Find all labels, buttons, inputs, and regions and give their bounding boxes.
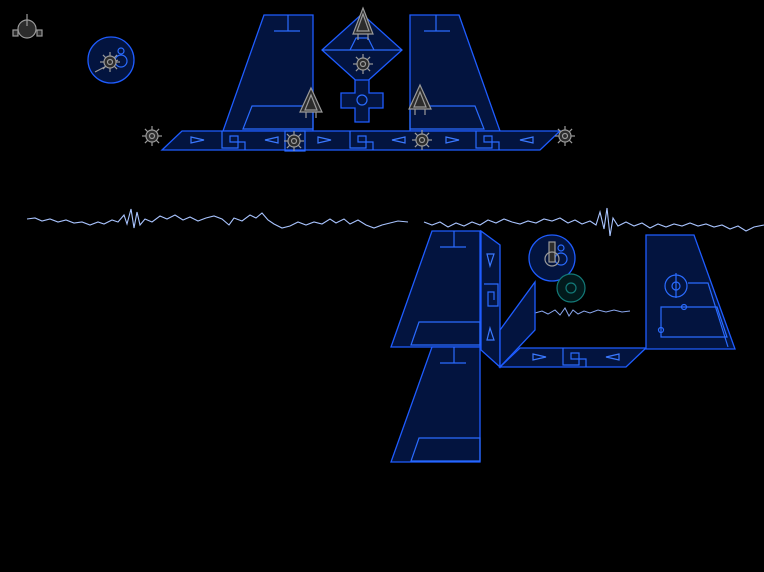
spike-enemy <box>352 6 374 40</box>
top-platform <box>160 130 562 152</box>
top-structure <box>87 6 562 152</box>
ship-lives-icon <box>12 14 43 39</box>
left-tower <box>222 14 314 132</box>
electric-wave <box>26 208 409 229</box>
lower-right-tower <box>645 234 736 350</box>
lower-platform <box>498 347 648 368</box>
spiked-mine <box>555 126 575 146</box>
spiked-mine <box>100 52 120 72</box>
electric-wave <box>534 307 631 317</box>
electric-wave <box>423 207 764 237</box>
lower-structure <box>390 229 736 463</box>
angled-ramp <box>499 280 536 369</box>
lower-left-tower <box>390 230 481 348</box>
central-cross <box>340 79 384 123</box>
right-tower <box>409 14 501 132</box>
spike-enemy <box>408 83 432 115</box>
spiked-mines <box>100 52 575 151</box>
spiked-mine <box>353 54 373 74</box>
energy-orb <box>556 273 586 303</box>
spiked-mine <box>142 126 162 146</box>
turret-pod <box>528 234 576 282</box>
spike-enemy <box>299 86 323 118</box>
vertical-column <box>480 229 501 369</box>
spiked-mine <box>284 131 304 151</box>
spiked-mine <box>412 130 432 150</box>
bottom-left-tower <box>390 346 481 463</box>
